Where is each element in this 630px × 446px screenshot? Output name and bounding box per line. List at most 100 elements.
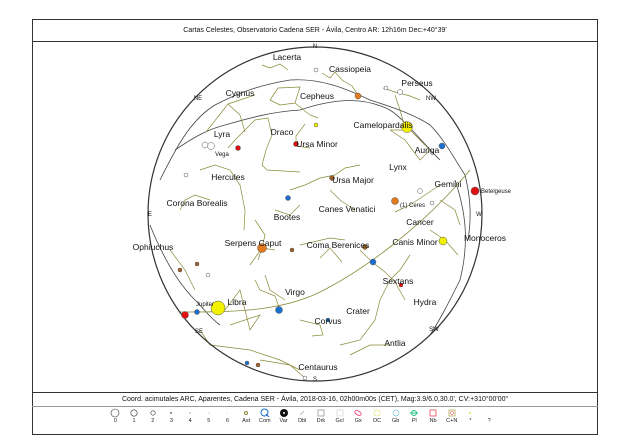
star-marker[interactable] <box>244 360 250 366</box>
legend-item: Dbl <box>293 408 312 424</box>
constellation-label: Hercules <box>211 172 245 182</box>
kochab-marker[interactable] <box>293 141 299 147</box>
star-marker[interactable] <box>397 89 403 95</box>
legend-label: Nb <box>429 418 437 424</box>
constellation-label: Auriga <box>415 145 440 155</box>
constellation-line <box>254 219 266 261</box>
legend-label: Dbl <box>298 418 307 424</box>
star-marker[interactable] <box>438 142 446 150</box>
constellation-line <box>339 254 411 346</box>
star-marker[interactable] <box>235 145 241 151</box>
legend-symbol-icon <box>256 408 275 418</box>
star-marker[interactable] <box>194 261 200 267</box>
legend-symbol-icon <box>312 408 331 418</box>
legend-item: * <box>461 408 480 424</box>
star-marker[interactable] <box>183 172 189 178</box>
legend-label: 3 <box>169 418 173 424</box>
legend-item: 3 <box>162 408 181 424</box>
legend-item: Drk <box>312 408 331 424</box>
constellation-line <box>299 319 324 337</box>
legend-item: Com <box>256 408 275 424</box>
antares-marker[interactable] <box>181 311 189 319</box>
ceres-label: (1) Ceres <box>400 203 425 209</box>
legend-label: Ast <box>242 418 251 424</box>
legend-symbol-icon <box>274 408 293 418</box>
constellation-label: Canes Venatici <box>319 204 376 214</box>
legend-item: Gb <box>386 408 405 424</box>
constellation-line <box>321 71 359 96</box>
constellation-label: Libra <box>228 297 247 307</box>
constellation-line <box>319 247 343 263</box>
star-marker[interactable] <box>429 200 435 206</box>
constellation-line <box>227 94 256 105</box>
constellation-line <box>227 103 246 133</box>
legend-label: 2 <box>151 418 155 424</box>
legend-label: Gx <box>354 418 362 424</box>
star-marker[interactable] <box>177 267 183 273</box>
jupiter-marker[interactable] <box>210 300 226 316</box>
constellation-line <box>169 249 196 291</box>
vega-star-marker[interactable] <box>207 142 215 150</box>
constellation-label: Ophiuchus <box>133 242 174 252</box>
legend-label: Var <box>279 418 288 424</box>
legend-item: Pl <box>405 408 424 424</box>
procyon-marker[interactable] <box>438 236 448 246</box>
legend-label: Gcl <box>335 418 344 424</box>
legend-symbol-icon <box>461 408 480 418</box>
legend-label: * <box>469 418 472 424</box>
star-marker[interactable] <box>417 188 423 194</box>
star-marker[interactable] <box>325 317 331 323</box>
legend-symbol-icon <box>480 408 499 418</box>
horizon-circle <box>147 46 483 382</box>
regulus-marker[interactable] <box>369 258 377 266</box>
milky-way-edge <box>159 79 471 241</box>
star-marker[interactable] <box>383 85 389 91</box>
constellation-label: Cassiopeia <box>329 64 371 74</box>
constellation-line <box>349 344 390 356</box>
constellation-label: Gemini <box>435 179 462 189</box>
star-marker[interactable] <box>313 67 319 73</box>
constellation-label: Lyra <box>214 129 230 139</box>
constellation-label: Canis Minor <box>392 237 438 247</box>
legend-label: C+N <box>446 418 458 424</box>
constellation-line <box>261 63 289 71</box>
arcturus-marker[interactable] <box>257 243 267 253</box>
constellation-label: Perseus <box>401 78 432 88</box>
cardinal-n: N <box>313 44 317 50</box>
star-marker[interactable] <box>285 195 291 201</box>
constellation-line <box>264 274 286 301</box>
star-marker[interactable] <box>362 244 368 250</box>
legend-symbol-icon <box>162 408 181 418</box>
constellation-label: Crater <box>346 306 370 316</box>
constellation-line <box>394 184 441 213</box>
star-marker[interactable] <box>398 282 404 288</box>
constellation-line <box>269 86 301 106</box>
star-marker[interactable] <box>201 141 209 149</box>
betelgeuse-marker[interactable] <box>470 186 480 196</box>
capella-marker[interactable] <box>401 121 413 133</box>
constellation-line <box>224 289 261 331</box>
star-marker[interactable] <box>205 272 211 278</box>
chart-footer: Coord. acimutales ARC, Aparentes, Cadena… <box>32 392 598 407</box>
star-marker[interactable] <box>302 375 308 381</box>
constellation-label: Corvus <box>315 316 342 326</box>
constellation-line <box>359 249 406 301</box>
legend-symbol-icon <box>143 408 162 418</box>
star-marker[interactable] <box>329 175 335 181</box>
ceres-marker[interactable] <box>391 197 399 205</box>
constellation-label: Lynx <box>389 162 407 172</box>
star-marker[interactable] <box>194 309 200 315</box>
star-marker[interactable] <box>289 247 295 253</box>
star-marker[interactable] <box>255 362 261 368</box>
vega-label: Vega <box>215 152 229 158</box>
constellation-label: Cancer <box>406 217 434 227</box>
star-marker[interactable] <box>313 122 319 128</box>
star-marker[interactable] <box>354 92 362 100</box>
legend-label: ? <box>487 418 491 424</box>
legend-symbol-icon <box>293 408 312 418</box>
constellation-label: Hydra <box>414 297 437 307</box>
constellation-line <box>227 117 301 173</box>
constellation-label: Virgo <box>285 287 305 297</box>
spica-marker[interactable] <box>275 306 283 314</box>
